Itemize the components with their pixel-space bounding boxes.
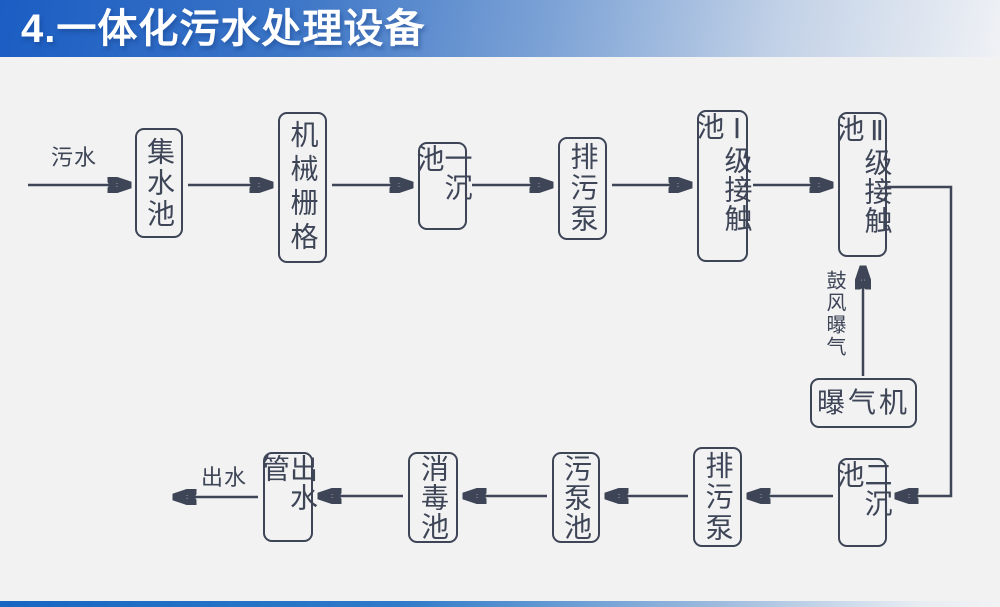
node-disinfection-tank: 消毒池 [408, 452, 458, 543]
node-sludge-pump-tank: 污泵池 [552, 452, 600, 543]
node-sludge-pump-tank-label: 污泵池 [561, 454, 592, 541]
node-sewage-pump-top-label: 排污泵 [567, 142, 599, 235]
node-mechanical-screen: 机械栅格 [278, 112, 327, 263]
footer-accent-bar [0, 601, 1000, 607]
node-mechanical-screen-label: 机械栅格 [287, 119, 319, 256]
inflow-label: 污水 [50, 145, 97, 170]
node-secondary-sedimentation-tank-label: 二沉池 [833, 460, 893, 518]
node-contact-tank-level1-label: Ⅰ级接触池 [693, 112, 753, 233]
slide-header: 4.一体化污水处理设备 [0, 0, 1000, 57]
node-secondary-sedimentation-tank: 二沉池 [834, 458, 893, 547]
node-collection-tank: 集水池 [135, 128, 183, 238]
node-outlet-pipe-label: 出水管 [259, 454, 318, 512]
node-aerator: 曝气机 [810, 378, 917, 428]
node-contact-tank-level2-label: Ⅱ级接触池 [833, 114, 893, 235]
slide-title: 4.一体化污水处理设备 [21, 6, 426, 51]
connector-contact2-to-secondary [887, 185, 953, 496]
node-sewage-pump-bottom-label: 排污泵 [702, 450, 734, 544]
node-primary-sedimentation-tank-label: 一沉池 [413, 144, 473, 202]
node-disinfection-tank-label: 消毒池 [418, 454, 449, 541]
aeration-flow-label: 鼓风曝气 [823, 270, 845, 358]
node-contact-tank-level2: Ⅱ级接触池 [834, 112, 893, 257]
node-aerator-label: 曝气机 [816, 387, 910, 418]
node-collection-tank-label: 集水池 [144, 136, 175, 230]
node-sewage-pump-bottom: 排污泵 [693, 447, 742, 547]
node-outlet-pipe: 出水管 [259, 452, 318, 542]
node-sewage-pump-top: 排污泵 [558, 137, 607, 240]
node-primary-sedimentation-tank: 一沉池 [414, 142, 473, 230]
outflow-label: 出水 [200, 465, 247, 490]
node-contact-tank-level1: Ⅰ级接触池 [693, 110, 753, 262]
